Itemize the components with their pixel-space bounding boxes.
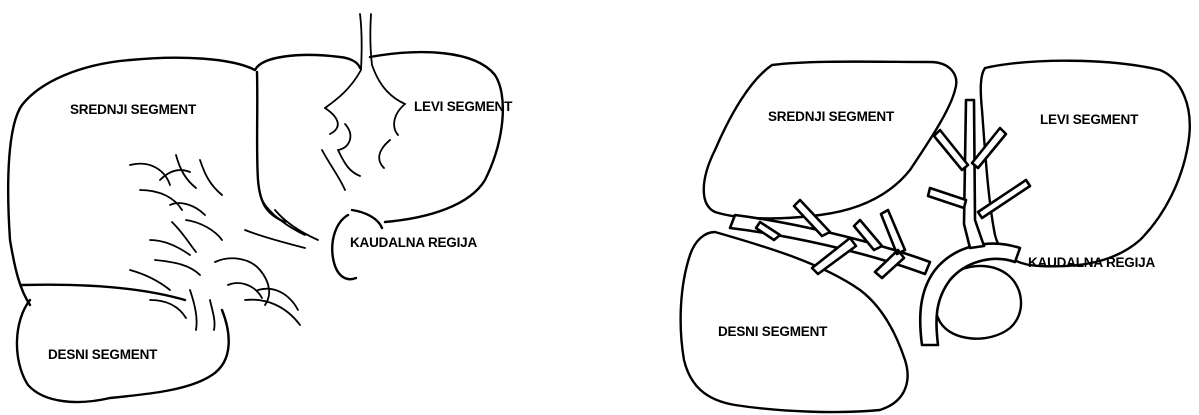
right-hepatic-vein-branches (928, 128, 1030, 218)
right-vena-cava (920, 244, 1020, 345)
left-liver-diagram (8, 14, 503, 402)
left-label-middle-segment: SREDNJI SEGMENT (70, 102, 197, 117)
right-middle-segment-outline (704, 62, 957, 219)
left-portal-branches (130, 155, 222, 330)
left-lobe-divider (255, 55, 360, 222)
left-label-right-segment: DESNI SEGMENT (48, 347, 158, 362)
right-left-segment-outline (981, 61, 1190, 267)
left-middle-segment-outline (8, 58, 255, 305)
right-right-segment-outline (681, 232, 908, 412)
right-label-middle-segment: SREDNJI SEGMENT (768, 109, 895, 124)
right-label-caudal-region: KAUDALNA REGIJA (1028, 255, 1155, 270)
left-vena-cava (325, 14, 405, 108)
right-label-right-segment: DESNI SEGMENT (718, 324, 828, 339)
left-label-caudal-region: KAUDALNA REGIJA (350, 235, 477, 250)
left-caudal-vessels (215, 258, 300, 325)
left-left-segment-outline (370, 52, 503, 222)
right-label-left-segment: LEVI SEGMENT (1040, 112, 1139, 127)
right-hepatic-vein-trunk (964, 100, 984, 248)
left-label-left-segment: LEVI SEGMENT (414, 99, 513, 114)
